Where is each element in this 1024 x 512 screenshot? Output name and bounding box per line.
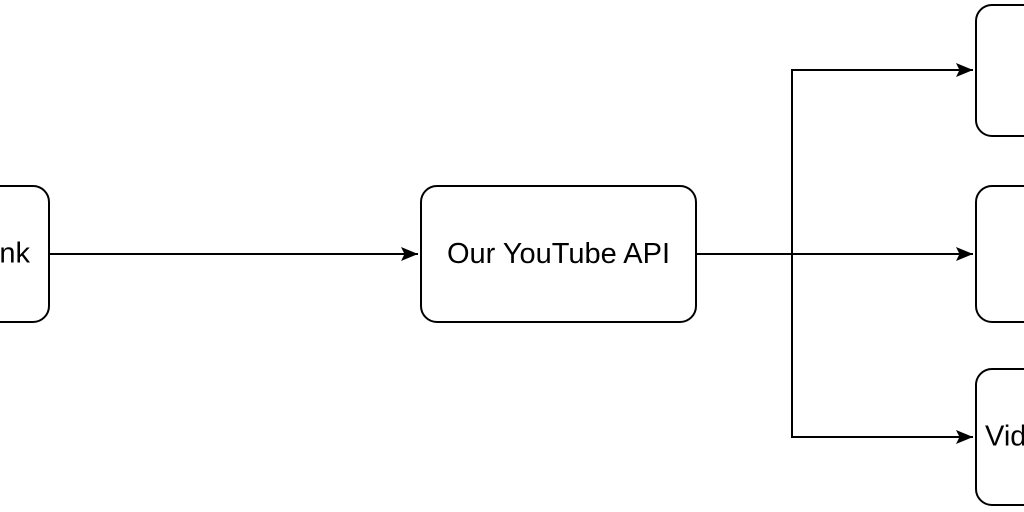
node-bottom-right-partial[interactable]: Vid — [975, 368, 1024, 506]
node-our-youtube-api[interactable]: Our YouTube API — [420, 185, 697, 323]
node-label: nk — [0, 237, 30, 270]
node-middle-right-partial[interactable] — [975, 185, 1024, 323]
node-label: Our YouTube API — [446, 237, 671, 270]
node-left-partial[interactable]: nk — [0, 185, 50, 323]
node-label: Vid — [985, 420, 1024, 453]
node-top-right-partial[interactable] — [975, 4, 1024, 137]
edge-api-to-top-right — [791, 63, 973, 254]
edge-api-to-bottom-right — [791, 254, 973, 444]
